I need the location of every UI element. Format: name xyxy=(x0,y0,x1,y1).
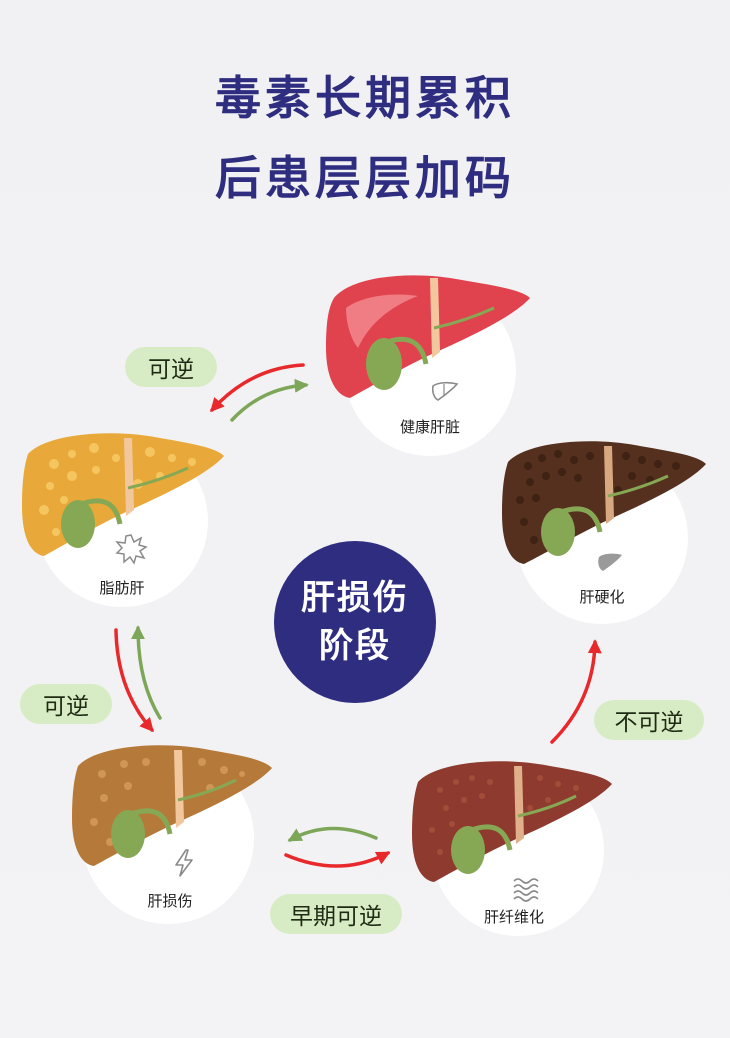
stage-label-fibrosis: 肝纤维化 xyxy=(444,906,584,927)
arrow-injury-to-fibrosis xyxy=(286,853,388,866)
pill-healthy-fatty: 可逆 xyxy=(125,347,217,387)
liver-filled-icon xyxy=(596,552,624,574)
liver-fibrosis xyxy=(410,756,616,888)
arrow-fibrosis-to-injury xyxy=(290,828,376,840)
pill-fatty-injury: 可逆 xyxy=(20,684,112,724)
wave-lines-icon xyxy=(512,876,542,902)
arrow-fatty-to-injury xyxy=(116,630,152,730)
liver-outline-icon xyxy=(430,380,460,404)
fat-splash-icon xyxy=(114,532,148,566)
stage-label-injury: 肝损伤 xyxy=(100,890,240,911)
pill-fibrosis-cirrhosis: 不可逆 xyxy=(594,700,704,740)
lightning-icon xyxy=(172,848,196,878)
stage-label-healthy: 健康肝脏 xyxy=(360,416,500,437)
stage-label-cirrhosis: 肝硬化 xyxy=(532,586,672,607)
arrow-injury-to-fatty xyxy=(138,628,160,718)
liver-cirrhosis xyxy=(500,436,710,570)
stage-label-fatty: 脂肪肝 xyxy=(52,577,192,598)
pill-injury-fibrosis: 早期可逆 xyxy=(270,894,402,934)
arrow-fatty-to-healthy xyxy=(232,385,306,420)
arrow-fibrosis-to-cirrhosis xyxy=(552,642,595,742)
liver-healthy xyxy=(322,268,534,404)
